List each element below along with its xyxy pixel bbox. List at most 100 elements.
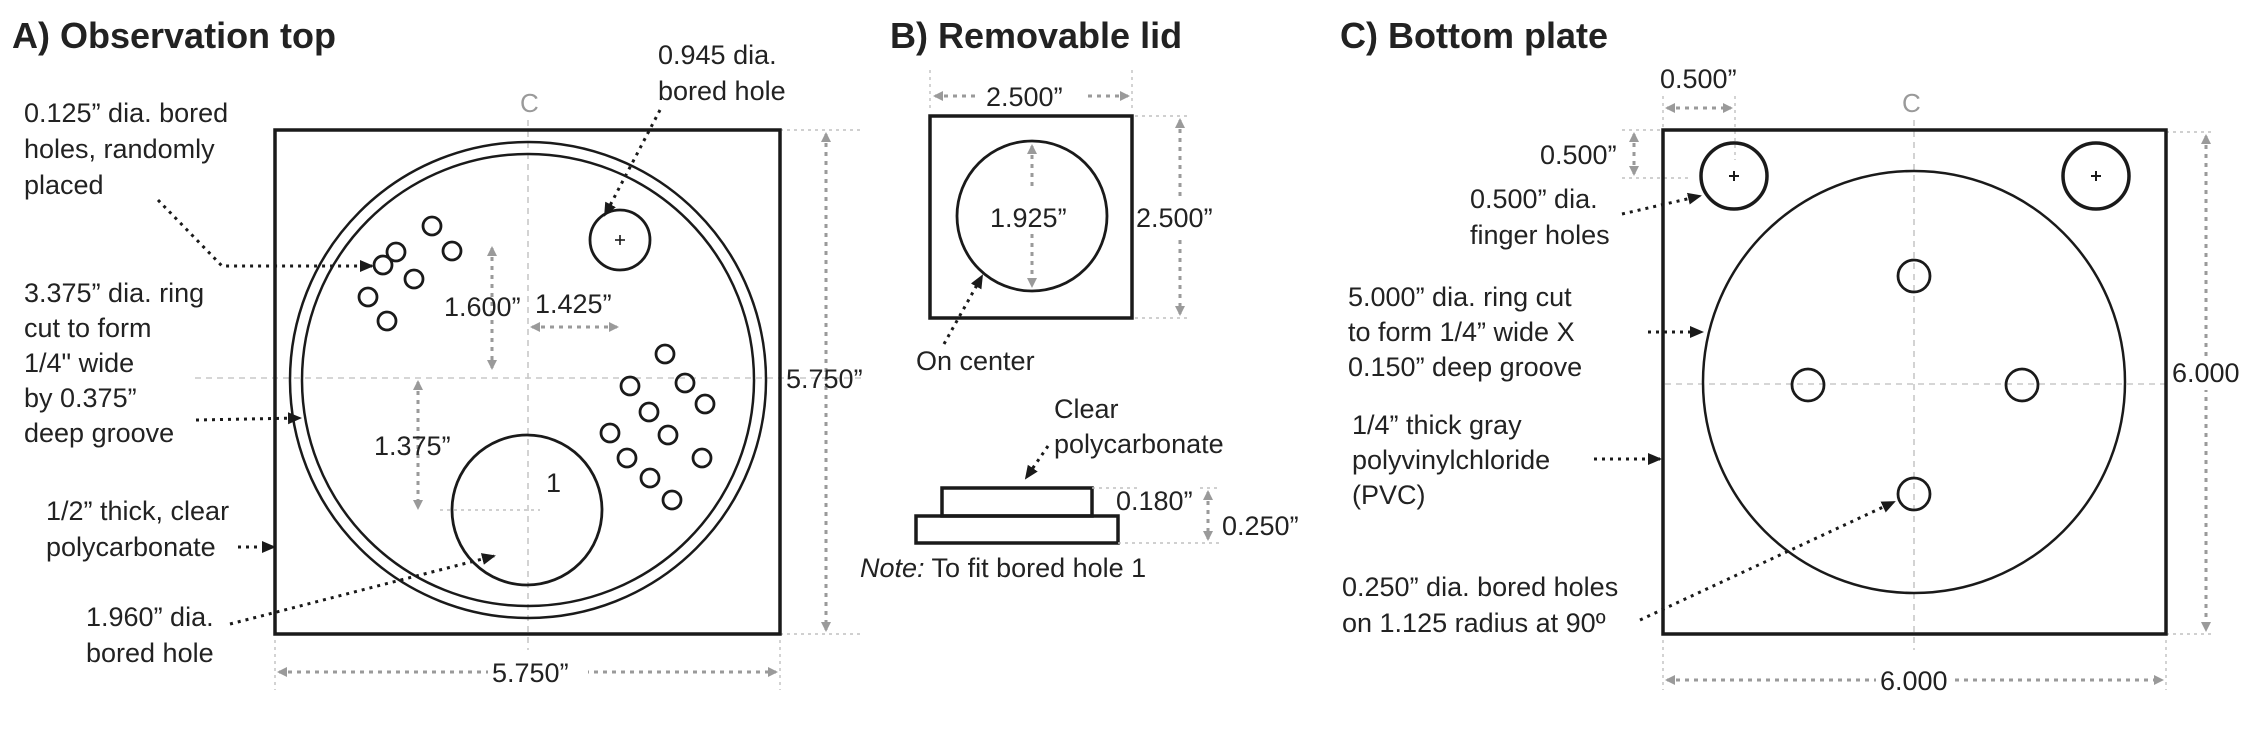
panel-a-hole-number: 1: [546, 468, 561, 498]
panel-b-dim-width: 2.500”: [986, 82, 1063, 112]
panel-a-ring-label-4: by 0.375”: [24, 383, 137, 413]
panel-a-ring-label-2: cut to form: [24, 313, 152, 343]
panel-c-groove-ring: [1701, 169, 2127, 595]
panel-c-ring-label-2: to form 1/4” wide X: [1348, 317, 1575, 347]
panel-c-pvc-label-3: (PVC): [1352, 480, 1426, 510]
panel-a-left-hole-cluster: [357, 215, 463, 332]
small-hole: [638, 401, 660, 423]
panel-a-dim-side: 5.750”: [786, 364, 863, 394]
panel-c-finger-label-2: finger holes: [1470, 220, 1610, 250]
panel-a-thick-label-2: polycarbonate: [46, 532, 216, 562]
panel-a-top-hole-leader: [603, 109, 662, 217]
panel-bottom-plate: C) Bottom plate C 0.500” 0.500” 6.000: [1340, 15, 2250, 696]
panel-c-bored-leader: [1639, 500, 1896, 622]
panel-c-pvc-label-1: 1/4” thick gray: [1352, 410, 1522, 440]
panel-c-plate: [1661, 128, 2168, 636]
panel-observation-top: A) Observation top C 1: [12, 15, 865, 690]
panel-a-dim-1375: 1.375”: [374, 431, 451, 461]
panel-a-center-mark: C: [520, 88, 539, 118]
small-hole: [639, 467, 661, 489]
small-hole: [657, 424, 679, 446]
panel-c-bored-hole-right: [2004, 367, 2040, 403]
panel-removable-lid: B) Removable lid 2.500” 2.500” 1.925” On…: [860, 15, 1299, 583]
panel-a-ring-label-3: 1/4" wide: [24, 348, 134, 378]
small-hole: [661, 489, 683, 511]
panel-a-top-hole-label-2: bored hole: [658, 76, 786, 106]
small-hole: [421, 215, 443, 237]
panel-c-finger-leader: [1621, 192, 1702, 216]
small-hole: [619, 375, 641, 397]
panel-c-center-mark: C: [1902, 88, 1921, 118]
panel-b-title: B) Removable lid: [890, 15, 1182, 56]
panel-c-pvc-label-2: polyvinylchloride: [1352, 445, 1550, 475]
panel-c-bored-hole-left: [1790, 367, 1826, 403]
small-hole: [599, 422, 621, 444]
panel-a-dim-1425: 1.425”: [535, 289, 612, 319]
panel-b-side-view-top: [940, 486, 1094, 518]
panel-a-bottom-hole-label-1: 1.960” dia.: [86, 602, 214, 632]
panel-a-thick-label-1: 1/2” thick, clear: [46, 496, 229, 526]
panel-c-bored-hole-top: [1896, 258, 1932, 294]
panel-c-bored-hole-bottom: [1896, 476, 1932, 512]
panel-c-dim-side-bg: [2168, 356, 2250, 390]
panel-c-ring-label-1: 5.000” dia. ring cut: [1348, 282, 1572, 312]
panel-b-note: Note: To fit bored hole 1: [860, 553, 1146, 583]
panel-c-dim-side: 6.000: [2172, 358, 2240, 388]
panel-a-ring-outer: [288, 140, 768, 620]
panel-c-dim-bottom: 6.000: [1880, 666, 1948, 696]
panel-b-lid-circle: [955, 139, 1109, 293]
panel-a-title: A) Observation top: [12, 15, 336, 56]
panel-c-bored-label-2: on 1.125 radius at 90º: [1342, 608, 1606, 638]
panel-b-dim-height: 2.500”: [1136, 203, 1213, 233]
panel-c-dim-bottom-bg: [1876, 664, 1954, 694]
panel-a-plate: [273, 128, 782, 636]
panel-a-ring-label-5: deep groove: [24, 418, 174, 448]
panel-a-bottom-hole-label-2: bored hole: [86, 638, 214, 668]
panel-c-bored-label-1: 0.250” dia. bored holes: [1342, 572, 1618, 602]
small-hole: [372, 254, 394, 276]
panel-b-lid: [928, 114, 1134, 320]
small-hole: [385, 241, 407, 263]
panel-c-finger-label-1: 0.500” dia.: [1470, 184, 1598, 214]
panel-b-note-text: To fit bored hole 1: [925, 553, 1147, 583]
panel-a-ring-inner: [300, 152, 756, 608]
panel-b-on-center-leader: [942, 274, 984, 345]
panel-a-small-holes-label-1: 0.125” dia. bored: [24, 98, 228, 128]
small-hole: [376, 310, 398, 332]
panel-c-finger-hole-left: [1699, 141, 1769, 211]
panel-b-dim-0180: 0.180”: [1116, 486, 1193, 516]
panel-c-dim-top-offset: 0.500”: [1660, 64, 1737, 94]
panel-b-dim-0250: 0.250”: [1222, 511, 1299, 541]
panel-a-dim-bottom-bg: [488, 655, 588, 685]
panel-a-bottom-hole-leader: [229, 553, 496, 626]
panel-a-top-hole-label-1: 0.945 dia.: [658, 40, 777, 70]
small-hole: [694, 393, 716, 415]
small-hole: [403, 268, 425, 290]
panel-b-dim-circle: 1.925”: [990, 203, 1067, 233]
panel-c-ring-label-3: 0.150” deep groove: [1348, 352, 1582, 382]
panel-c-finger-hole-right: [2061, 141, 2131, 211]
panel-a-ring-leader: [195, 412, 302, 425]
panel-a-small-holes-label-3: placed: [24, 170, 104, 200]
panel-a-small-holes-label-2: holes, randomly: [24, 134, 215, 164]
panel-a-ring-label-1: 3.375” dia. ring: [24, 278, 204, 308]
small-hole: [357, 286, 379, 308]
small-hole: [691, 447, 713, 469]
small-hole: [616, 447, 638, 469]
panel-b-on-center-label: On center: [916, 346, 1035, 376]
panel-a-small-bored-hole: [588, 208, 652, 272]
panel-a-dim-bottom: 5.750”: [492, 658, 569, 688]
small-hole: [674, 372, 696, 394]
panel-a-right-hole-cluster: [599, 343, 716, 511]
small-hole: [441, 240, 463, 262]
panel-b-clear-leader: [1024, 445, 1050, 480]
panel-b-side-view-base: [914, 514, 1120, 545]
panel-b-clear-label-1: Clear: [1054, 394, 1119, 424]
panel-b-clear-label-2: polycarbonate: [1054, 429, 1224, 459]
panel-a-dim-1600: 1.600”: [444, 292, 521, 322]
panel-c-dim-side-offset: 0.500”: [1540, 140, 1617, 170]
small-hole: [654, 343, 676, 365]
panel-b-dim-width-bg: [980, 78, 1084, 108]
panel-c-title: C) Bottom plate: [1340, 15, 1608, 56]
